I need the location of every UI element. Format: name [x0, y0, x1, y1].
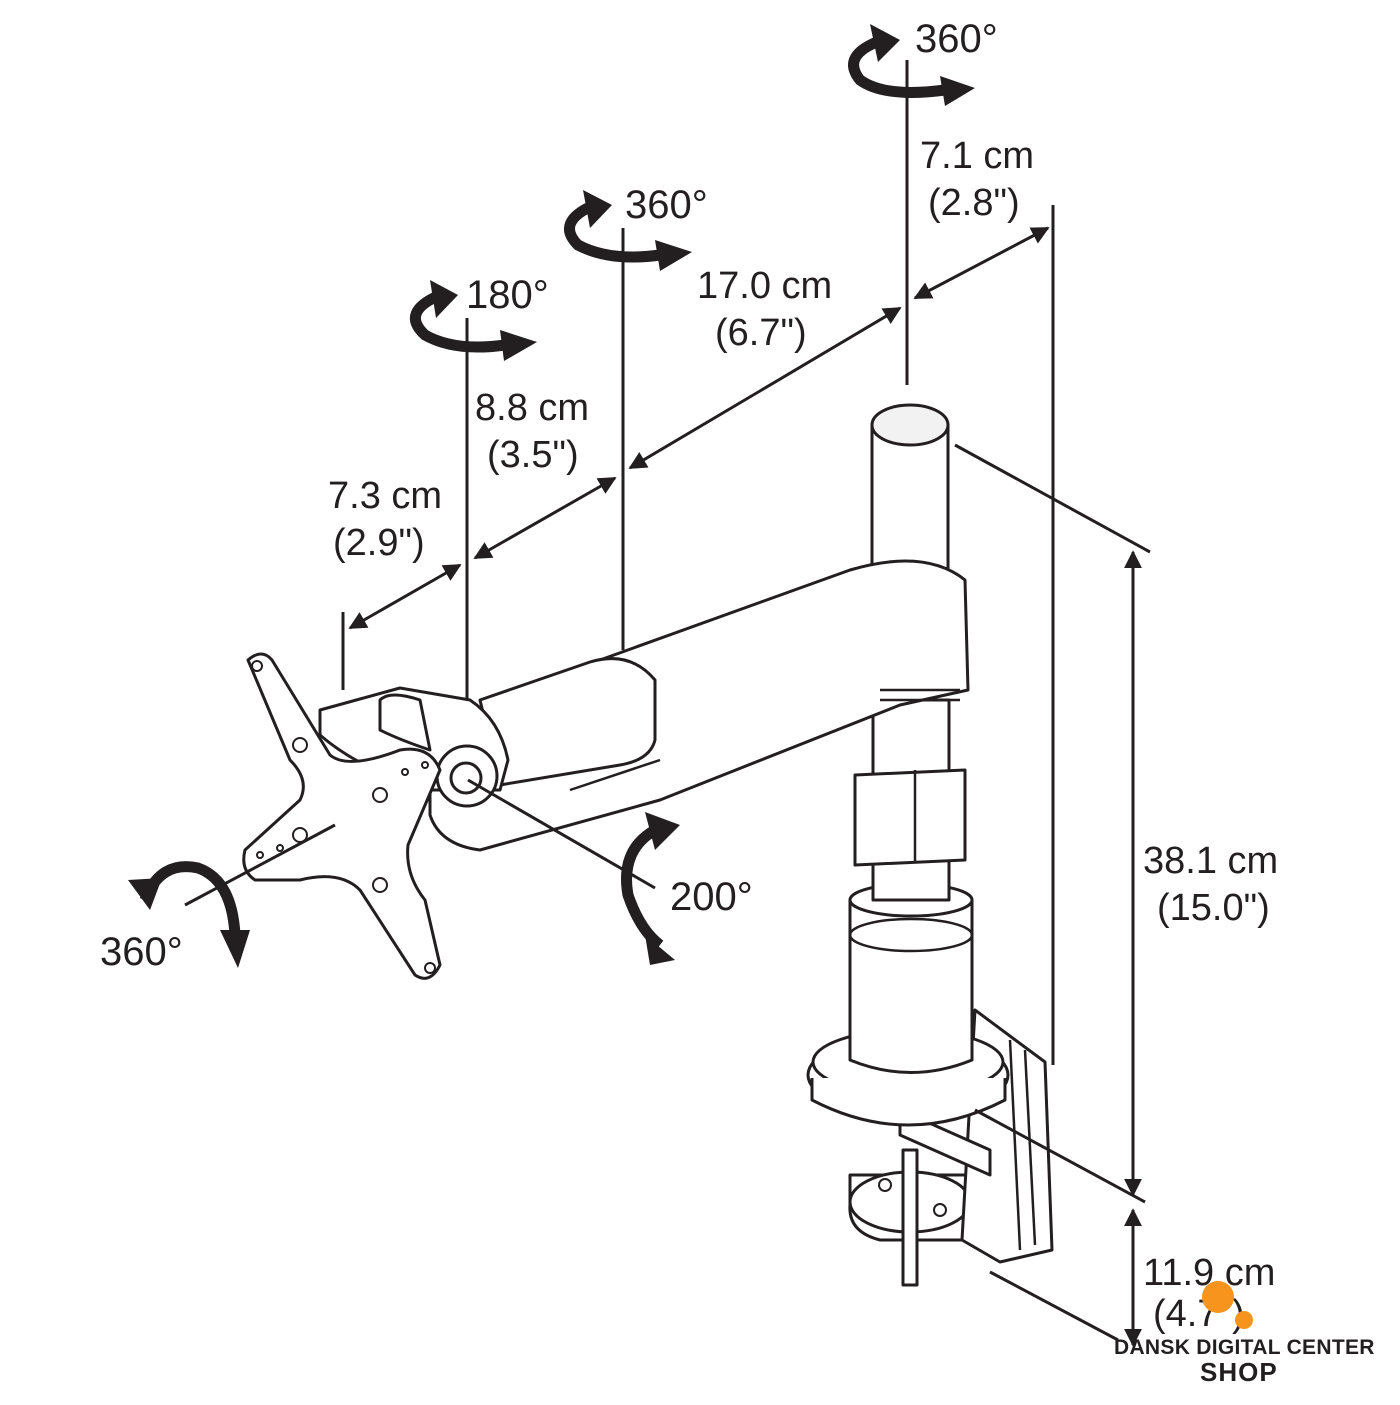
rotation-label-tilt: 200°	[670, 875, 753, 919]
rotation-label-pole-top: 360°	[915, 17, 998, 61]
rotation-label-middle-joint: 360°	[625, 183, 708, 227]
rotation-arrow-plate-icon	[128, 861, 250, 968]
rotation-arrow-tilt-icon	[621, 812, 680, 965]
rotation-arrow-middle-joint-icon	[564, 190, 692, 271]
rotation-labels: 360° 360° 180° 200° 360°	[100, 17, 998, 974]
dim-arm-long-metric: 17.0 cm	[697, 265, 832, 307]
rotation-arrow-front-joint-icon	[410, 280, 537, 361]
dim-arm-mid-imperial: (3.5")	[487, 434, 579, 476]
dim-arm-mid-metric: 8.8 cm	[475, 387, 589, 429]
brand-dot-large	[1202, 1281, 1234, 1313]
arm-rear	[428, 559, 970, 852]
extension-lines	[184, 60, 1151, 1342]
pole	[848, 403, 974, 1074]
dim-arm-long-imperial: (6.7")	[715, 312, 807, 354]
dimension-labels: 7.1 cm (2.8") 17.0 cm (6.7") 8.8 cm (3.5…	[328, 135, 1278, 1335]
dim-arm-short-imperial: (2.9")	[333, 522, 425, 564]
dim-height-metric: 38.1 cm	[1143, 840, 1278, 882]
rotation-label-front-joint: 180°	[466, 273, 549, 317]
dim-height-imperial: (15.0")	[1157, 887, 1270, 929]
vesa-plate	[242, 652, 442, 980]
arm-front	[478, 657, 657, 787]
dim-pole-offset-imperial: (2.8")	[928, 182, 1020, 224]
dimension-arrows	[348, 226, 1142, 1347]
rotation-arrow-pole-top-icon	[848, 24, 975, 106]
brand-line-1: DANSK DIGITAL CENTER	[1114, 1336, 1375, 1359]
brand-line-2: SHOP	[1200, 1357, 1278, 1387]
dim-arm-short-metric: 7.3 cm	[328, 475, 442, 517]
brand-watermark: DANSK DIGITAL CENTER SHOP	[1114, 1281, 1375, 1387]
rotation-label-plate: 360°	[100, 930, 183, 974]
brand-dot-small	[1235, 1311, 1253, 1329]
dim-pole-offset-metric: 7.1 cm	[920, 135, 1034, 177]
